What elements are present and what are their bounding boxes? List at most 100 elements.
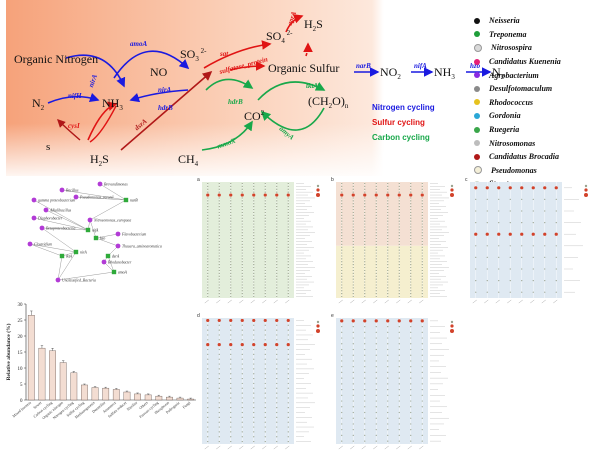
heatmap-dot	[421, 331, 423, 333]
heatmap-dot	[544, 210, 546, 212]
heatmap-dot	[375, 246, 377, 248]
heatmap-dot	[341, 269, 343, 272]
heatmap-dot	[241, 295, 243, 298]
heatmap-dot	[410, 360, 412, 362]
heatmap-dot	[398, 258, 400, 260]
heatmap-dot	[207, 358, 209, 360]
heatmap-dot	[264, 188, 266, 190]
heatmap-dot	[230, 382, 232, 385]
heatmap-dot	[264, 436, 266, 438]
heatmap-dot	[421, 400, 423, 402]
network-edge	[41, 227, 77, 253]
heatmap-dot	[387, 240, 389, 243]
heatmap-dot	[398, 394, 400, 396]
heatmap-dot	[218, 237, 220, 240]
legend-label: Nitrosospira	[491, 43, 532, 53]
heatmap-dot	[410, 237, 412, 240]
heatmap-dot	[264, 255, 266, 257]
bar	[144, 394, 152, 401]
heatmap-dot	[241, 214, 243, 216]
heatmap-dot	[276, 243, 278, 245]
heatmap-dot	[364, 278, 366, 280]
heatmap-dot	[287, 287, 289, 289]
gene-nifH: nifH	[68, 92, 82, 100]
heatmap-dot	[253, 426, 255, 428]
heatmap-dot	[253, 217, 255, 219]
heatmap-dot	[364, 203, 366, 205]
network-edge	[75, 196, 127, 201]
heatmap-dot	[286, 343, 290, 347]
heatmap-dot	[287, 191, 289, 193]
heatmap-dot	[341, 383, 343, 385]
network-node-label: amoA	[118, 271, 128, 275]
heatmap-dot	[410, 354, 412, 356]
heatmap-dot	[230, 255, 232, 257]
heatmap-dot	[543, 232, 547, 236]
heatmap-dot	[287, 240, 289, 243]
heatmap-dot	[375, 417, 377, 419]
heatmap-dot	[398, 232, 400, 234]
heatmap-dot	[230, 243, 232, 245]
heatmap-dot	[264, 269, 266, 272]
heatmap-dot	[241, 255, 243, 257]
heatmap-dot	[398, 243, 400, 245]
network-node-label: Clostridium	[34, 243, 52, 247]
heatmap-dot	[264, 293, 266, 295]
heatmap-dot	[230, 214, 232, 216]
key-nitrogen: Nitrogen cycling	[372, 103, 435, 112]
heatmap-dot	[352, 377, 354, 379]
heatmap-dot	[230, 387, 232, 389]
heatmap-dot	[364, 214, 366, 216]
heatmap-dot	[364, 246, 366, 248]
heatmap-dot	[532, 268, 534, 270]
heatmap-dot	[230, 324, 232, 326]
heatmap-dot	[387, 287, 389, 289]
heatmap-dot	[253, 295, 255, 298]
heatmap-dot	[276, 368, 278, 370]
heatmap-dot	[276, 421, 278, 423]
heatmap-dot	[218, 407, 220, 409]
heatmap-dot	[263, 193, 267, 197]
heatmap-dot	[207, 397, 209, 399]
heatmap-dot	[352, 266, 354, 269]
heatmap-dot	[387, 214, 389, 216]
heatmap-dot	[230, 211, 232, 214]
heatmap-dot	[375, 388, 377, 391]
heatmap-dot	[264, 220, 266, 222]
heatmap-dot	[264, 226, 266, 228]
heatmap-dot	[410, 400, 412, 402]
heatmap-dot	[387, 383, 389, 385]
heatmap-dot	[352, 293, 354, 295]
heatmap-dot	[218, 261, 220, 263]
heatmap-dot	[421, 388, 423, 391]
heatmap-dot	[410, 229, 412, 231]
heatmap-dot	[398, 220, 400, 222]
heatmap-dot	[387, 417, 389, 419]
heatmap-dot	[276, 407, 278, 409]
column-label-stub	[518, 299, 523, 304]
network-edge	[33, 199, 89, 231]
column-label-stub	[239, 299, 244, 304]
heatmap-dot	[287, 348, 289, 351]
legend-label: Nitrosomonas	[489, 138, 536, 148]
heatmap-dot	[218, 275, 220, 277]
heatmap-dot	[287, 258, 289, 260]
column-label-stub	[419, 299, 424, 304]
heatmap-dot	[387, 223, 389, 225]
heatmap-dot	[230, 220, 232, 222]
heatmap-dot	[410, 417, 412, 419]
heatmap-dot	[276, 249, 278, 251]
heatmap-dot	[207, 295, 209, 298]
network-node-taxon	[59, 187, 65, 193]
heatmap-dot	[253, 229, 255, 231]
heatmap-dot	[555, 198, 557, 200]
heatmap-dot	[352, 246, 354, 248]
heatmap-dot	[375, 185, 377, 187]
heatmap-dot	[230, 348, 232, 351]
heatmap-dot	[276, 348, 278, 351]
heatmap-dot	[421, 269, 423, 272]
heatmap-dot	[276, 223, 278, 225]
heatmap-dot	[520, 186, 524, 190]
heatmap-dot	[253, 264, 255, 266]
heatmap-dot	[364, 185, 366, 187]
